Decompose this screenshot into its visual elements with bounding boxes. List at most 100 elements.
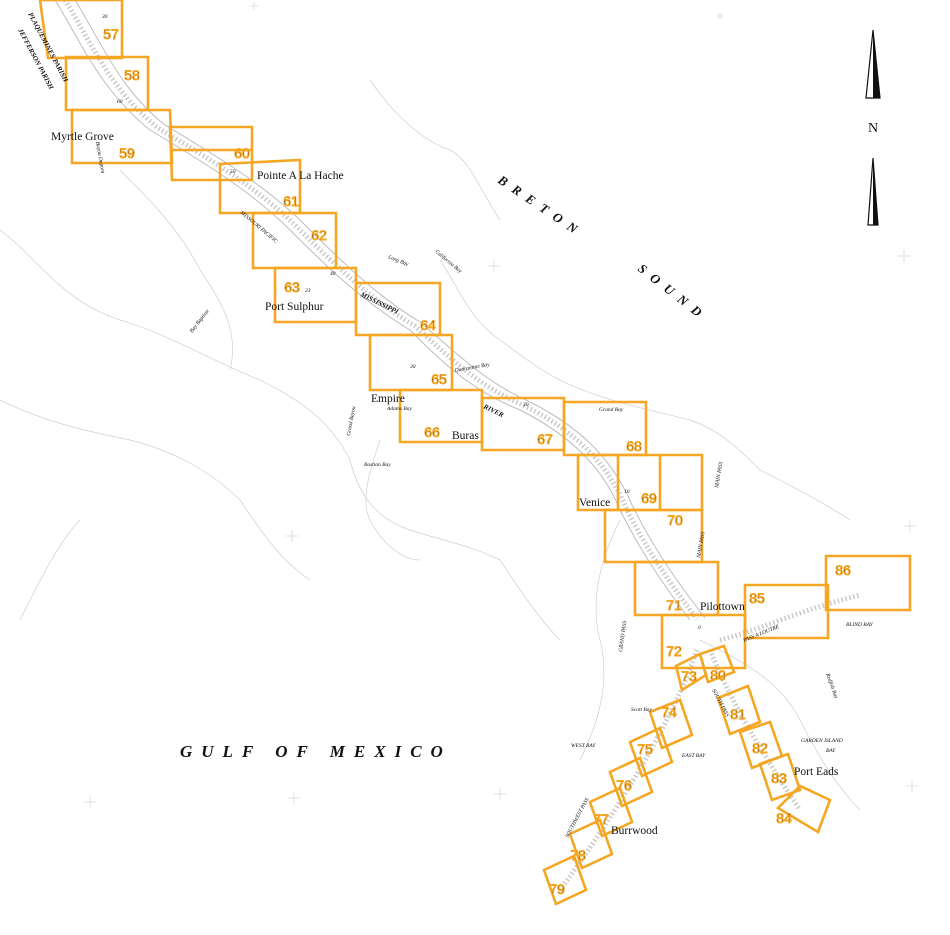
grand-bayou-label: Grand Bayou xyxy=(346,406,357,437)
sheet-65-label[interactable]: 65 xyxy=(431,371,448,388)
sheet-67-label[interactable]: 67 xyxy=(537,431,554,448)
southwest-pass-label: SOUTHWEST PASS xyxy=(564,797,590,839)
place-buras: Buras xyxy=(452,430,479,442)
sheet-58-label[interactable]: 58 xyxy=(124,67,141,84)
mile-marker: 30 xyxy=(101,14,108,20)
grand-bay-label: Grand Bay xyxy=(599,407,624,413)
sheet-76-label[interactable]: 76 xyxy=(616,777,633,794)
sheet-69-label[interactable]: 69 xyxy=(641,490,658,507)
mile-marker: 60 xyxy=(117,99,123,105)
mississippi-label: MISSISSIPPI xyxy=(358,290,400,316)
sheet-81-label[interactable]: 81 xyxy=(730,706,747,723)
place-burrwood: Burrwood xyxy=(611,825,658,837)
mile-marker: 10 xyxy=(624,489,630,495)
quarantine-bay-label: Quarantine Bay xyxy=(454,362,490,374)
long-bay-label: Long Bay xyxy=(386,254,409,268)
sheet-62-label[interactable]: 62 xyxy=(311,227,328,244)
sheet-86-outline[interactable] xyxy=(824,554,912,612)
garden-island-label: GARDEN ISLAND xyxy=(801,738,843,744)
adams-bay-label: Adams Bay xyxy=(386,406,412,412)
sheet-83-outline[interactable] xyxy=(758,752,802,802)
sheet-84-outline[interactable] xyxy=(775,784,832,834)
sheet-index: 57 58 59 60 61 62 63 64 65 66 67 68 69 70 71 72 73 74 75 76… xyxy=(38,0,912,906)
place-port-sulphur: Port Sulphur xyxy=(265,301,324,313)
place-venice: Venice xyxy=(579,497,610,509)
mile-marker: 30 xyxy=(409,364,416,370)
sound-label: SOUND xyxy=(635,261,711,325)
sheet-77-outline[interactable] xyxy=(588,786,634,838)
sheet-divider xyxy=(660,453,704,512)
mississippi-river-channel xyxy=(54,0,861,892)
sheet-68-label[interactable]: 68 xyxy=(626,438,643,455)
sheet-57-label[interactable]: 57 xyxy=(103,26,120,43)
sheet-66-label[interactable]: 66 xyxy=(424,424,441,441)
main-pass-label-2: MAIN PASS xyxy=(696,531,707,559)
sheet-84-label[interactable]: 84 xyxy=(776,810,793,827)
sheet-73-label[interactable]: 73 xyxy=(681,668,698,685)
sheet-77-label[interactable]: 77 xyxy=(593,811,610,828)
sheet-71-label[interactable]: 71 xyxy=(666,597,683,614)
sheet-72-label[interactable]: 72 xyxy=(666,643,683,660)
north-arrow: N xyxy=(865,29,881,226)
sheet-58-outline[interactable] xyxy=(64,55,150,112)
sheet-85-label[interactable]: 85 xyxy=(749,590,766,607)
sheet-70-label[interactable]: 70 xyxy=(667,512,684,529)
sheet-63-label[interactable]: 63 xyxy=(284,279,301,296)
sheet-60-label[interactable]: 60 xyxy=(234,145,251,162)
grid-crosses xyxy=(84,2,918,808)
breton-label: BRETON xyxy=(494,171,587,240)
sheet-81-outline[interactable] xyxy=(716,684,762,736)
sheet-79-label[interactable]: 79 xyxy=(549,881,566,898)
sheet-83-label[interactable]: 83 xyxy=(771,770,788,787)
coastline xyxy=(0,79,861,811)
gulf-of-mexico-label: GULF OF MEXICO xyxy=(180,742,452,761)
sheet-72-outline[interactable] xyxy=(660,613,747,670)
sheet-78-outline[interactable] xyxy=(568,818,614,870)
sheet-74-label[interactable]: 74 xyxy=(661,704,678,721)
sheet-76-outline[interactable] xyxy=(608,756,654,808)
sheet-75-label[interactable]: 75 xyxy=(637,741,654,758)
sheet-75-outline[interactable] xyxy=(628,726,674,778)
sheet-80-outline[interactable] xyxy=(698,644,736,684)
sheet-70-outline[interactable] xyxy=(603,508,704,564)
california-bay-label: California Bay xyxy=(434,248,464,275)
mile-marker: 40 xyxy=(330,270,336,277)
sheet-74-outline[interactable] xyxy=(648,698,694,750)
place-port-eads: Port Eads xyxy=(794,766,839,778)
mile-marker: 20 xyxy=(523,402,529,408)
sheet-61-label[interactable]: 61 xyxy=(283,193,300,210)
sheet-78-label[interactable]: 78 xyxy=(570,847,587,864)
sheet-82-label[interactable]: 82 xyxy=(752,740,769,757)
sheet-80-label[interactable]: 80 xyxy=(710,667,727,684)
grand-pass-label: GRAND PASS xyxy=(618,620,628,652)
south-pass-label: SOUTH PASS xyxy=(710,688,730,718)
east-bay-label: EAST BAY xyxy=(681,753,706,759)
sheet-85-outline[interactable] xyxy=(743,583,830,640)
place-myrtle-grove: Myrtle Grove xyxy=(51,131,114,143)
sheet-86-label[interactable]: 86 xyxy=(835,562,852,579)
scott-bay-label: Scott Bay xyxy=(631,707,652,713)
mile-marker: 50 xyxy=(230,169,236,175)
sheet-64-label[interactable]: 64 xyxy=(420,317,437,334)
bayou-dupont-label: Bayou Dupont xyxy=(94,141,106,174)
garden-island-bay-label: BAY xyxy=(826,748,836,754)
missouri-pacific-label: MISSOURI PACIFIC xyxy=(238,209,279,245)
north-arrow-letter: N xyxy=(868,121,878,136)
place-empire: Empire xyxy=(371,393,405,405)
blind-bay-label: BLIND BAY xyxy=(846,622,874,628)
sheet-79-outline[interactable] xyxy=(542,854,588,906)
west-bay-label: WEST BAY xyxy=(571,743,596,749)
sheet-63-outline[interactable] xyxy=(273,266,358,324)
bay-baptiste-label: Bay Baptiste xyxy=(189,308,211,334)
mile-marker: 0 xyxy=(698,625,701,631)
sheet-60-outline[interactable] xyxy=(168,125,254,182)
main-pass-label: MAIN PASS xyxy=(714,461,725,489)
redfish-bay-label: Redfish Bay xyxy=(824,671,840,700)
mile-marker: 23 xyxy=(305,288,311,294)
bastian-bay-label: Bastian Bay xyxy=(364,462,391,468)
place-pilottown: Pilottown xyxy=(700,601,745,613)
sheet-59-label[interactable]: 59 xyxy=(119,145,136,162)
river-label: RIVER xyxy=(481,402,505,419)
